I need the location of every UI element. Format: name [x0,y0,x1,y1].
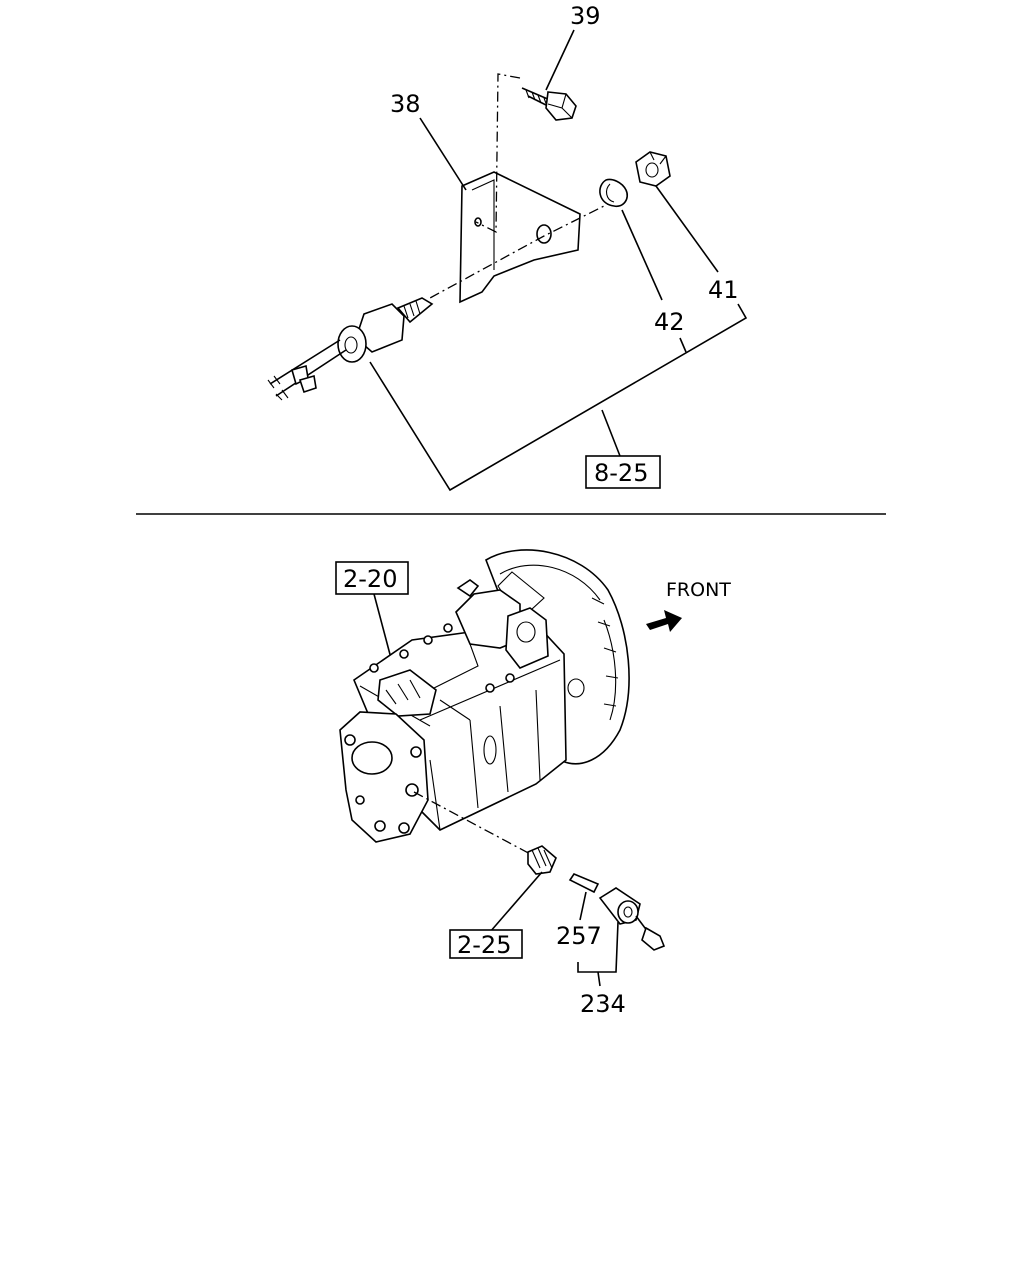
transmission [339,549,630,843]
nut-41 [635,151,671,187]
leader-group [369,303,748,492]
leader-42 [621,209,663,301]
front-arrow-icon [646,610,682,632]
leader-2-20 [373,593,393,663]
leader-257 [579,891,587,921]
ref-box-2-25-label: 2-25 [457,931,511,959]
washer-42 [599,178,629,208]
leader-2-25 [489,871,543,933]
centerline-bolt [475,73,521,234]
ref-box-2-20-label: 2-20 [343,565,397,593]
leader-41 [655,185,719,273]
leader-42b [679,337,687,353]
bottom-assembly: 2-20 FRONT [335,549,731,1018]
leader-8-25 [601,409,621,457]
callout-42: 42 [654,308,685,336]
fitting-2-25 [527,845,557,875]
centerline-sensor [429,199,617,299]
centerline-switch [413,791,535,857]
bolt-39 [521,87,577,121]
front-label: FRONT [666,579,731,601]
leader-39 [545,29,575,91]
switch-top [267,297,434,401]
top-assembly: 39 38 41 42 8-25 [267,2,748,492]
callout-41: 41 [708,276,739,304]
callout-38: 38 [390,90,421,118]
ref-box-8-25[interactable]: 8-25 [585,455,661,489]
leader-234 [577,921,619,987]
leader-38 [419,117,467,191]
callout-39: 39 [570,2,601,30]
bracket-38 [459,171,581,304]
ref-box-2-20[interactable]: 2-20 [335,561,409,595]
switch-bottom [598,887,666,951]
callout-234: 234 [580,990,626,1018]
callout-257: 257 [556,922,602,950]
ref-box-2-25[interactable]: 2-25 [449,929,523,959]
ref-box-8-25-label: 8-25 [594,459,648,487]
pin-257 [568,873,600,894]
